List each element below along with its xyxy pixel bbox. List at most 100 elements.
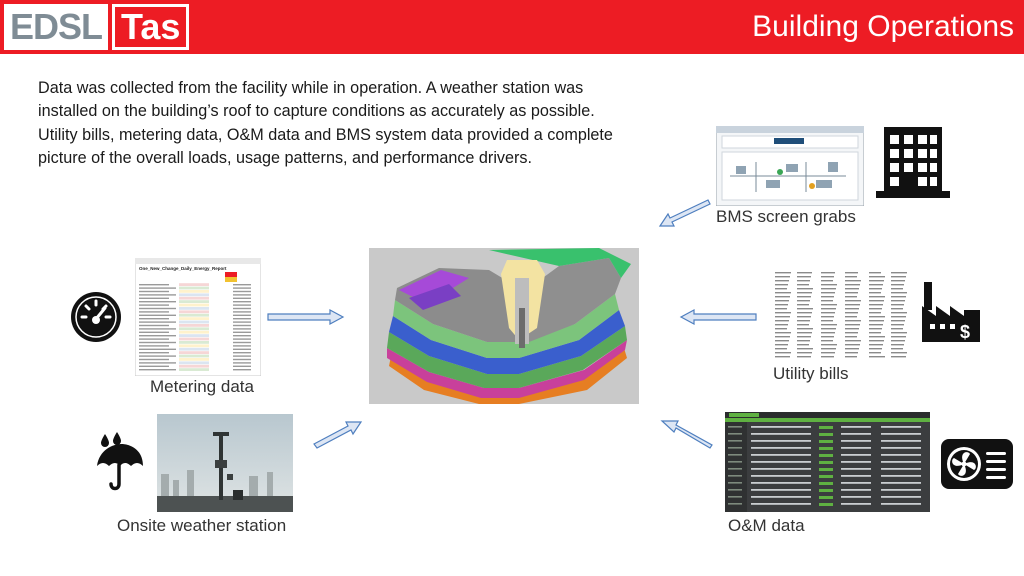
texture-line [841,482,871,484]
texture-line [819,440,833,443]
texture-line [728,433,742,435]
texture-line [775,288,787,290]
texture-line [845,348,859,350]
texture-line [751,496,811,498]
texture-line [821,292,835,294]
texture-line [869,332,881,334]
edsl-tas-logo: EDSL Tas [4,4,190,50]
texture-line [751,489,811,491]
texture-line [728,503,742,505]
gauge-icon [69,291,123,343]
texture-line [841,433,871,435]
arrow-from-weather-station [313,421,363,449]
texture-line [233,348,251,350]
texture-line [891,280,905,282]
texture-line [233,290,251,293]
texture-line [233,301,251,303]
texture-line [869,336,885,338]
arrow-from-bms [658,199,711,227]
texture-line [821,328,836,330]
texture-line [821,276,834,278]
texture-line [841,426,871,428]
texture-line [179,347,209,351]
bms-screenshot-thumbnail [716,126,864,206]
weather-station-caption: Onsite weather station [117,516,287,535]
texture-line [233,365,251,367]
texture-line [179,334,209,337]
texture-line [891,316,906,318]
texture-line [179,310,209,314]
texture-line [728,489,742,491]
texture-line [233,297,251,299]
texture-line [728,454,742,456]
texture-line [821,340,833,342]
texture-line [869,288,882,290]
texture-line [841,503,871,505]
texture-line [881,468,921,470]
utility-bills-caption: Utility bills [773,364,849,383]
texture-line [819,468,833,471]
texture-line [775,340,789,342]
texture-line [751,503,811,505]
texture-line [139,294,176,296]
texture-line [869,324,883,326]
texture-line [179,290,209,293]
texture-line [841,447,871,449]
texture-line [821,332,835,334]
texture-line [139,297,169,299]
texture-line [179,303,209,307]
logo-tas: Tas [112,4,190,50]
texture-line [797,340,810,342]
arrow-from-om-data [660,420,713,449]
texture-line [179,307,209,310]
texture-line [233,358,251,361]
texture-line [751,447,811,449]
texture-line [233,369,251,371]
texture-line [775,332,791,334]
texture-line [891,272,907,274]
texture-line [881,454,921,456]
texture-line [179,354,209,358]
texture-line [797,280,810,282]
texture-line [821,288,836,290]
texture-line [797,292,812,294]
texture-line [139,345,169,347]
texture-line [845,324,860,326]
texture-line [797,272,812,274]
texture-line [881,433,921,435]
texture-line [233,355,251,357]
texture-line [751,440,811,442]
texture-line [869,284,883,286]
utility-bills-thumbnail [773,266,917,362]
texture-line [728,468,742,470]
texture-line [775,336,790,338]
texture-line [139,362,176,364]
om-data-thumbnail [725,412,930,512]
building-3d-model-image [369,248,639,404]
texture-line [139,338,169,340]
texture-line [891,292,907,294]
texture-line [881,440,921,442]
texture-line [881,461,921,463]
texture-line [891,320,905,322]
texture-line [797,288,813,290]
texture-line [775,312,791,314]
texture-line [797,336,811,338]
texture-line [775,280,789,282]
texture-line [869,280,884,282]
texture-line [821,352,835,354]
texture-line [891,296,906,298]
texture-line [891,312,907,314]
texture-line [728,426,742,428]
texture-line [751,461,811,463]
texture-line [179,330,209,334]
texture-line [179,337,209,341]
texture-line [821,316,834,318]
texture-line [179,293,209,297]
texture-line [751,454,811,456]
texture-line [891,276,906,278]
texture-line [797,352,812,354]
arrow-from-metering [267,308,345,326]
texture-line [819,426,833,429]
weather-station-photo [157,414,293,512]
